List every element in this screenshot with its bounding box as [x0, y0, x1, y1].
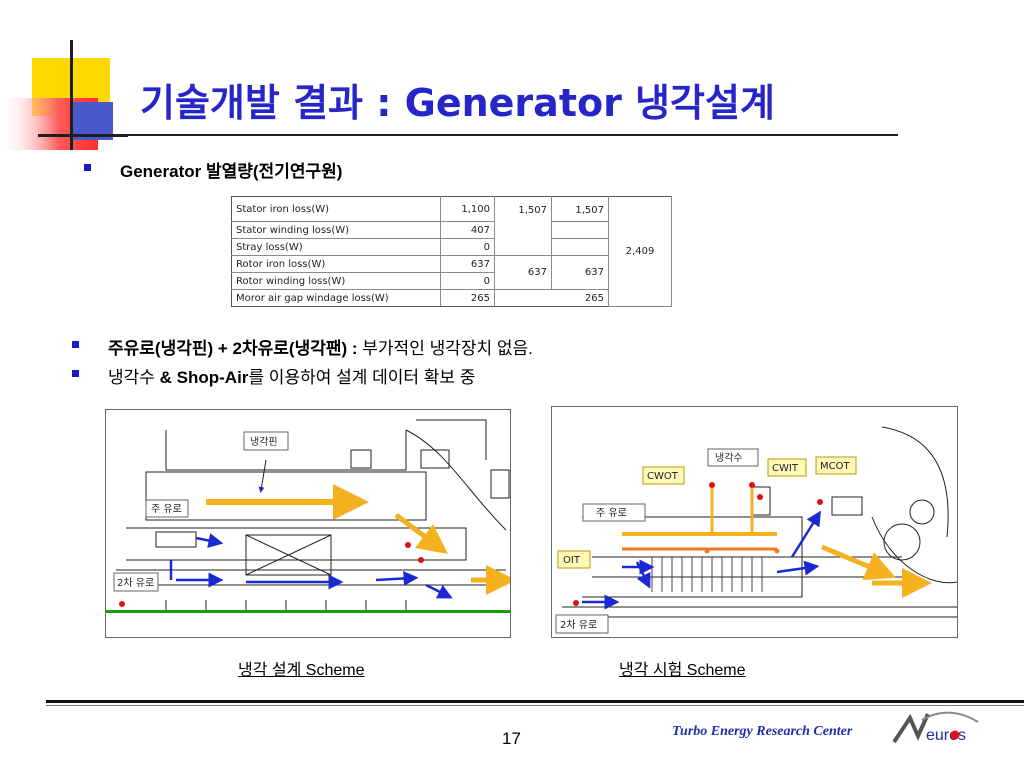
corner-decoration: [0, 40, 130, 150]
oit-label: OIT: [563, 555, 581, 566]
footer-divider-thin: [46, 705, 1024, 706]
bullet-text: Generator 발열량(전기연구원): [120, 162, 343, 181]
row-value: 0: [440, 238, 495, 256]
row-label: Rotor winding loss(W): [231, 272, 441, 290]
figure1-caption: 냉각 설계 Scheme: [238, 662, 365, 679]
bullet-text-b: 차유로(냉각팬) :: [242, 339, 363, 358]
row-label: Stray loss(W): [231, 238, 441, 256]
label-box: [555, 614, 609, 634]
bullet-cooling-paths: 주유로(냉각핀) + 2차유로(냉각팬) : 부가적인 냉각장치 없음.: [72, 334, 533, 359]
sensor-marker: [418, 557, 424, 563]
row-value: 265: [440, 289, 495, 307]
second-path-label: 2차 유로: [117, 577, 154, 589]
row-label: Stator winding loss(W): [231, 221, 441, 239]
cwit-label: CWIT: [772, 463, 799, 474]
windage-subtotal: 265: [551, 289, 609, 307]
label-box: [557, 550, 591, 569]
row-label: Moror air gap windage loss(W): [231, 289, 441, 307]
stator-lamination: [651, 557, 763, 592]
table-cell: [551, 238, 609, 256]
row-value: 637: [440, 255, 495, 273]
sensor-marker: [817, 499, 823, 505]
logo-text: euros: [926, 727, 966, 744]
rotor-subtotal-1: 637: [494, 255, 552, 290]
bullet-square-icon: [72, 370, 79, 377]
label-box: [642, 466, 685, 485]
vertical-line: [70, 40, 73, 150]
sensor-marker: [704, 548, 710, 554]
sensor-marker: [405, 542, 411, 548]
total-loss: 2,409: [608, 196, 672, 307]
table-cell: [494, 289, 552, 307]
bullet-text-a: 주유로(냉각핀) + 2: [108, 339, 242, 358]
bullet-text-c: 를 이용하여 설계 데이터 확보 중: [248, 368, 476, 387]
footer-divider: [46, 700, 1024, 703]
stator-subtotal-1: 1,507: [494, 196, 552, 256]
row-label: Rotor iron loss(W): [231, 255, 441, 273]
rotor-subtotal-2: 637: [551, 255, 609, 290]
table-cell: [551, 221, 609, 239]
coolant-label: 냉각수: [715, 452, 743, 464]
stator-subtotal-2: 1,507: [551, 196, 609, 222]
ground-line: [106, 610, 510, 613]
label-box: [582, 503, 646, 522]
table-row: Stator iron loss(W) 1,100 1,507 1,507 2,…: [231, 196, 672, 307]
outlet-flow-arrow: [821, 544, 896, 581]
loss-table: Stator iron loss(W) 1,100 1,507 1,507 2,…: [231, 196, 672, 307]
mechanical-outline: [562, 426, 957, 618]
generator-cross-section-drawing: 냉각핀 주 유로 2차 유로: [106, 419, 510, 613]
label-box: [113, 572, 159, 592]
main-path-label: 주 유로: [151, 503, 182, 515]
bullet-test-data: 냉각수 & Shop-Air를 이용하여 설계 데이터 확보 중: [72, 363, 476, 388]
sensor-marker: [119, 601, 125, 607]
blue-square: [73, 102, 113, 140]
cwot-label: CWOT: [647, 471, 679, 482]
sensor-marker: [709, 482, 715, 488]
sensor-marker: [774, 548, 780, 554]
figure2-caption: 냉각 시험 Scheme: [619, 662, 746, 679]
organization-name: Turbo Energy Research Center: [672, 724, 853, 739]
label-box: [707, 448, 759, 467]
table-row: Stray loss(W) 0: [231, 238, 672, 256]
bullet-square-icon: [84, 164, 91, 171]
cooling-design-figure: 냉각핀 주 유로 2차 유로: [105, 409, 511, 638]
sensor-marker: [757, 494, 763, 500]
page-number: 17: [502, 729, 521, 748]
row-label: Stator iron loss(W): [231, 196, 441, 222]
bullet-text-b: & Shop-Air: [159, 368, 249, 387]
table-row: Rotor iron loss(W) 637 637 637: [231, 255, 672, 290]
mcot-label: MCOT: [820, 461, 850, 472]
second-path-label: 2차 유로: [560, 619, 597, 631]
bullet-heat-generation: Generator 발열량(전기연구원): [84, 157, 343, 182]
outlet-flow-arrow: [394, 513, 448, 554]
table-row: Stator winding loss(W) 407: [231, 221, 672, 239]
cooling-test-figure: 냉각수 CWOT CWIT MCOT 주 유로 OIT 2차 유로: [551, 406, 958, 638]
neuros-logo-icon: euros: [892, 710, 982, 744]
test-rig-cross-section-drawing: 냉각수 CWOT CWIT MCOT 주 유로 OIT 2차 유로: [555, 426, 957, 634]
sensor-marker: [573, 600, 579, 606]
row-value: 407: [440, 221, 495, 239]
label-box: [767, 458, 807, 477]
row-value: 0: [440, 272, 495, 290]
secondary-flow-arrows: [169, 533, 453, 599]
table-row: Moror air gap windage loss(W) 265 265: [231, 289, 672, 307]
main-path-label: 주 유로: [596, 507, 627, 519]
secondary-flow-arrows: [582, 510, 821, 610]
label-box: [145, 499, 189, 518]
leader-line: [258, 459, 267, 493]
bullet-text-a: 냉각수: [108, 368, 160, 387]
fin-label: 냉각핀: [250, 436, 278, 448]
label-box: [815, 456, 857, 475]
page-title: 기술개발 결과 : Generator 냉각설계: [140, 81, 775, 125]
sensor-marker: [749, 482, 755, 488]
decoration-squares: [0, 40, 128, 150]
label-box: [243, 431, 289, 451]
bullet-text-c: 부가적인 냉각장치 없음.: [362, 339, 533, 358]
title-divider: [38, 134, 898, 136]
row-value: 1,100: [440, 196, 495, 222]
bullet-square-icon: [72, 341, 79, 348]
logo-mark: euros: [892, 711, 979, 744]
